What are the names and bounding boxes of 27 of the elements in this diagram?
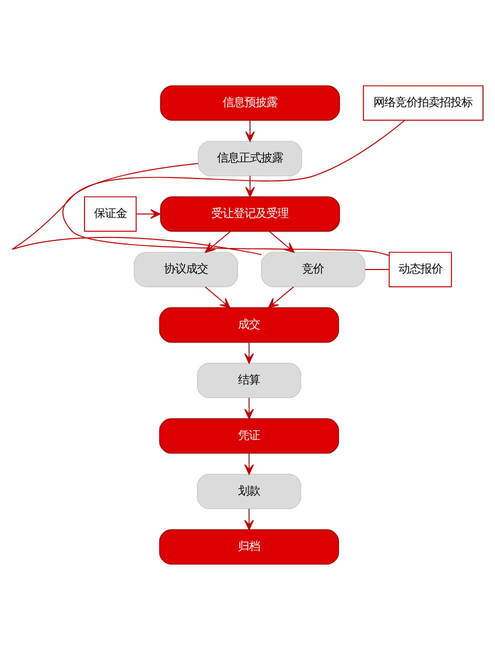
arrow [204, 230, 231, 253]
node-box: 结算 [196, 362, 302, 398]
arrow [244, 342, 254, 364]
node-box: 归档 [159, 529, 339, 565]
arrow [244, 397, 254, 420]
node-box: 动态报价 [388, 252, 452, 288]
node-box: 信息正式披露 [198, 140, 302, 176]
node-box: 划款 [196, 474, 302, 510]
arrow [268, 230, 294, 253]
arrow [268, 286, 294, 308]
node-box: 受让登记及受理 [160, 196, 340, 232]
arrow [244, 452, 254, 475]
node-box: 竞价 [261, 252, 366, 288]
node-box: 保证金 [84, 196, 137, 232]
connector [364, 269, 390, 270]
connector [62, 162, 390, 256]
arrow [136, 209, 161, 219]
node-box: 凭证 [159, 418, 339, 454]
node-box: 成交 [159, 307, 339, 343]
arrow [245, 120, 255, 142]
connector [12, 120, 406, 256]
node-box: 协议成交 [134, 252, 238, 288]
node-box: 网络竞价拍卖招投标 [362, 85, 484, 121]
node-box: 信息预披露 [160, 85, 340, 121]
arrow [245, 175, 255, 198]
arrow [244, 508, 254, 530]
arrow [204, 286, 230, 308]
